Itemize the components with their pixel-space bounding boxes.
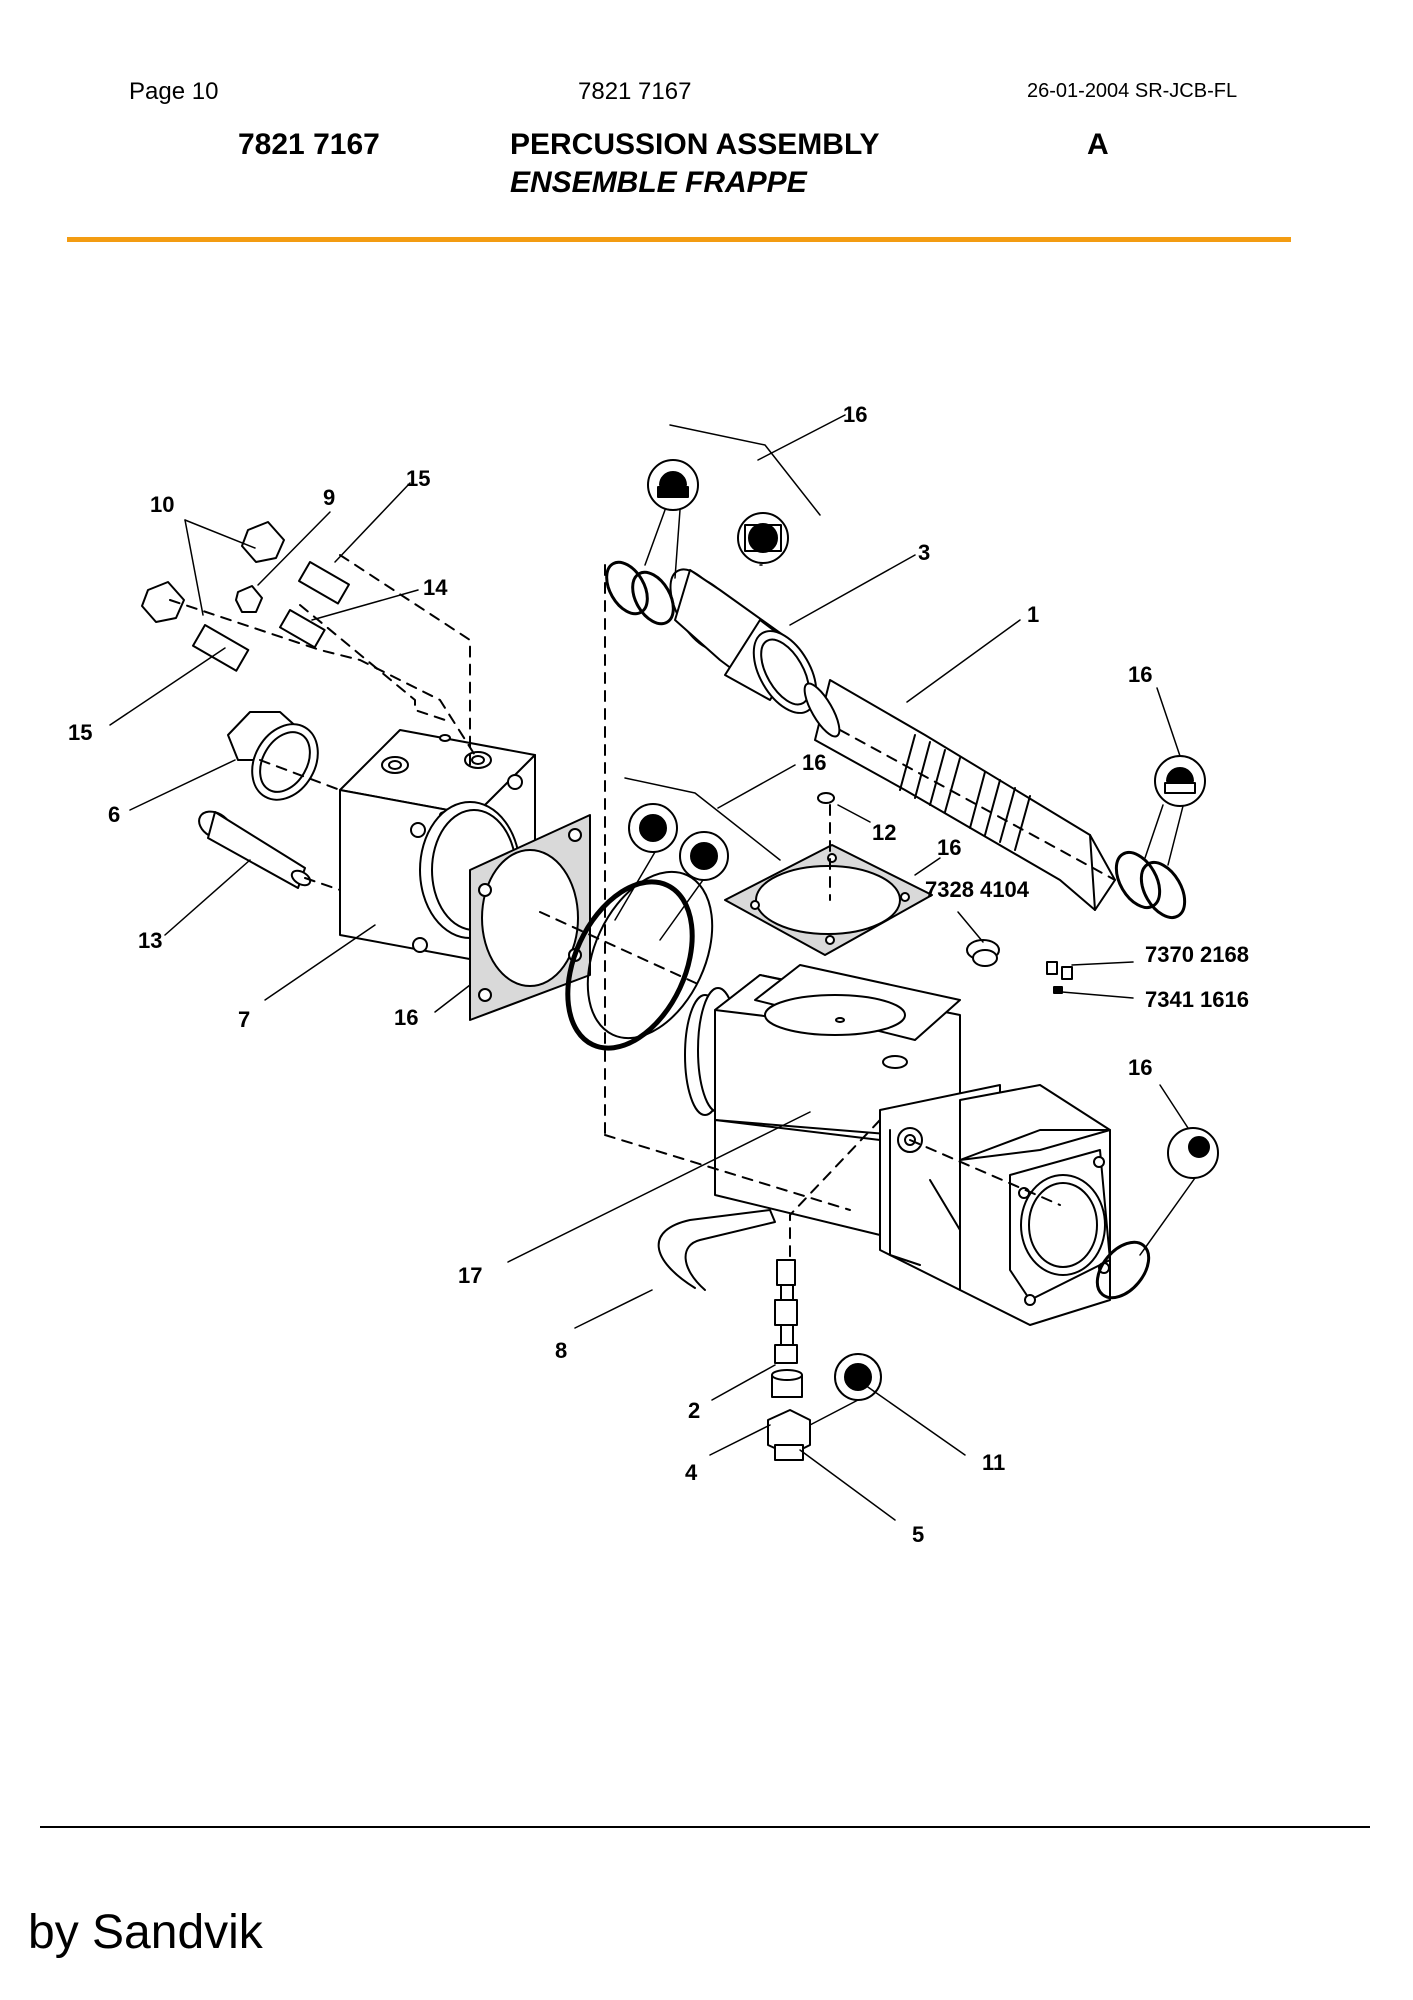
leader-lines [109, 414, 1196, 1521]
callout-2: 2 [688, 1398, 700, 1423]
assembly-title-en: PERCUSSION ASSEMBLY [510, 128, 880, 161]
callout-1: 1 [1027, 602, 1039, 627]
revision-letter: A [1087, 128, 1109, 161]
piston [803, 679, 1116, 911]
small-o-rings [605, 560, 1187, 1300]
callout-16: 16 [1128, 662, 1152, 687]
callout-15: 15 [406, 466, 430, 491]
spring-clip [657, 1209, 776, 1291]
callout-16: 16 [802, 750, 826, 775]
head-gasket [469, 814, 591, 1021]
callout-7: 7 [238, 1007, 250, 1032]
callout-6: 6 [108, 802, 120, 827]
callout-9: 9 [323, 485, 335, 510]
valve-stack [767, 1259, 811, 1461]
large-o-rings [565, 870, 714, 1051]
callout-13: 13 [138, 928, 162, 953]
callout-4: 4 [685, 1460, 698, 1485]
page-number: Page 10 [129, 78, 219, 105]
front-bushing [669, 568, 818, 714]
seal-detail-circles [628, 459, 1219, 1401]
assembly-part-number: 7821 7167 [238, 128, 380, 161]
callout-8: 8 [555, 1338, 567, 1363]
callout-11: 11 [982, 1450, 1005, 1475]
callout-14: 14 [423, 575, 448, 600]
top-gasket [724, 844, 933, 956]
callout-16: 16 [1128, 1055, 1152, 1080]
assembly-title-fr: ENSEMBLE FRAPPE [510, 166, 807, 199]
footer-credit: by Sandvik [28, 1906, 263, 1959]
assembly-center-lines [169, 554, 1116, 1261]
callout-3: 3 [918, 540, 930, 565]
callout-part-73284104: 7328 4104 [925, 877, 1030, 902]
bolt-part [198, 810, 312, 889]
header-date-ref: 26-01-2004 SR-JCB-FL [1027, 80, 1238, 102]
callout-17: 17 [458, 1263, 482, 1288]
header-rule [67, 237, 1291, 242]
callout-part-73411616: 7341 1616 [1145, 987, 1249, 1012]
hydraulic-fittings [141, 521, 350, 672]
housing-part [684, 964, 1111, 1326]
exploded-parts-diagram: 16 3 1 16 16 12 16 7328 4104 7370 2168 7… [68, 402, 1249, 1547]
callout-16: 16 [394, 1005, 418, 1030]
header-doc-number: 7821 7167 [578, 78, 692, 105]
callout-15: 15 [68, 720, 92, 745]
plug-part [227, 711, 319, 801]
callout-part-73702168: 7370 2168 [1145, 942, 1249, 967]
callout-5: 5 [912, 1522, 924, 1547]
callout-16: 16 [843, 402, 867, 427]
small-hardware [817, 792, 1073, 994]
callout-10: 10 [150, 492, 174, 517]
callout-16: 16 [937, 835, 961, 860]
callout-12: 12 [872, 820, 896, 845]
footer-rule [40, 1826, 1370, 1828]
